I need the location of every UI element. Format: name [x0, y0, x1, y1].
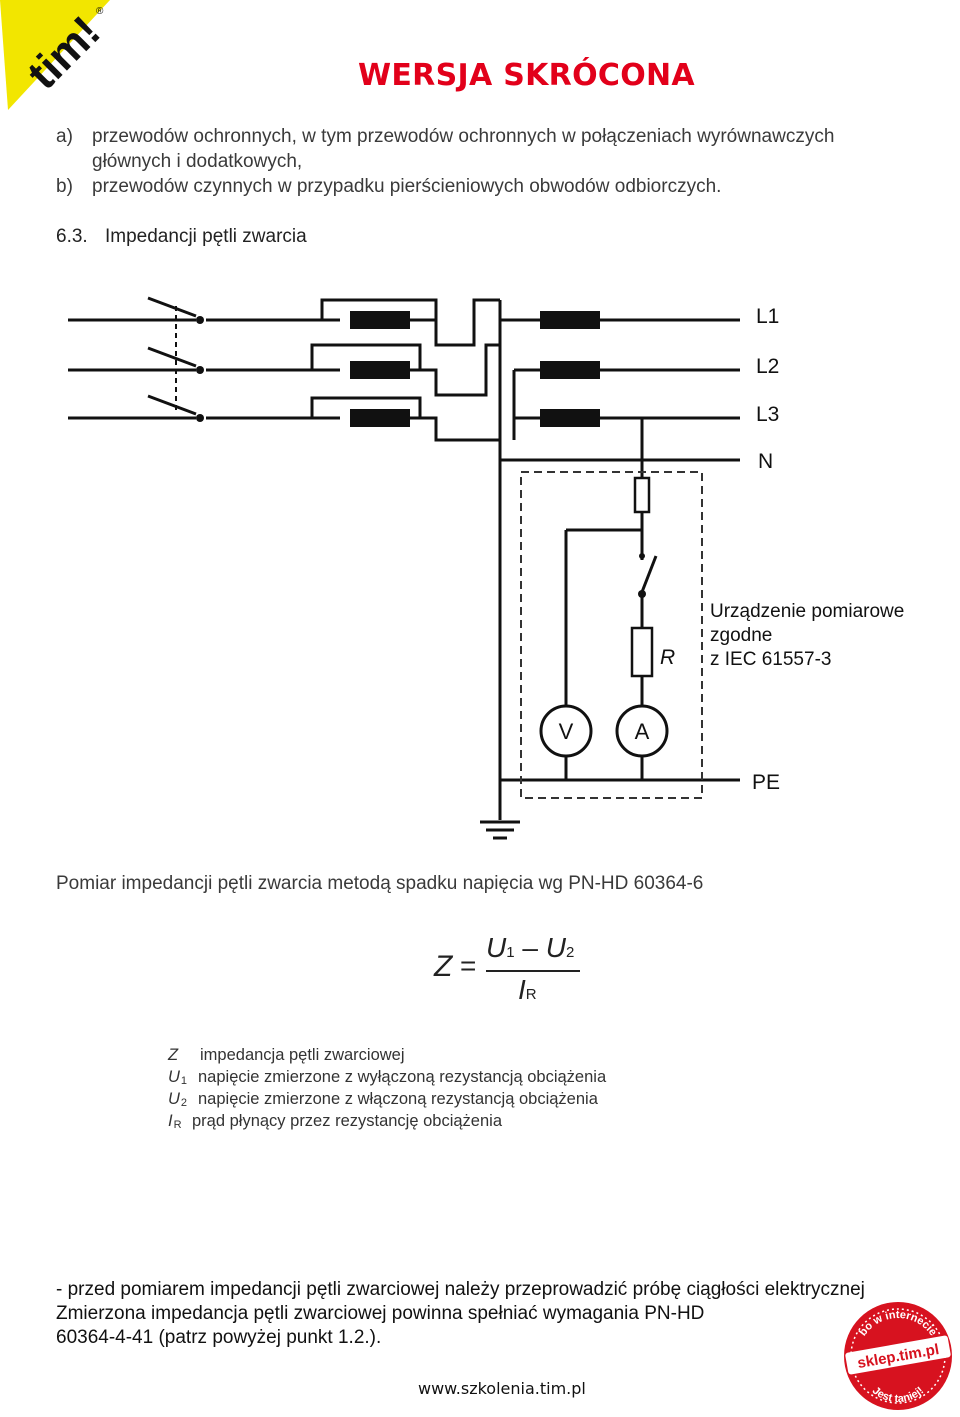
list-marker-b: b)	[56, 176, 73, 197]
list-item-b-line1: przewodów czynnych w przypadku pierścien…	[92, 176, 722, 197]
line-label-l2: L2	[756, 355, 779, 378]
formula-u1-sub: 1	[506, 944, 515, 961]
list-marker-a: a)	[56, 126, 73, 147]
note-line-3: 60364-4-41 (patrz powyżej punkt 1.2.).	[56, 1327, 382, 1348]
line-label-l3: L3	[756, 403, 779, 426]
list-item-a-text: przewodów ochronnych, w tym przewodów oc…	[92, 124, 834, 174]
legend-symbol: U2	[168, 1090, 198, 1109]
list-item-a-line2: głównych i dodatkowych,	[92, 151, 303, 172]
circuit-diagram: V A R L1 L2 L3 N PE Urządzenie pomiarowe…	[68, 296, 904, 840]
formula-ir: I	[518, 974, 526, 1005]
note-line-1: - przed pomiarem impedancji pętli zwarci…	[56, 1279, 865, 1300]
legend-symbol: Z	[168, 1046, 200, 1065]
formula-equals: =	[460, 950, 477, 981]
resistor-label: R	[660, 646, 675, 669]
legend-text: napięcie zmierzone z wyłączoną rezystanc…	[198, 1068, 607, 1086]
fraction-bar	[486, 970, 580, 972]
section-number: 6.3.	[56, 226, 88, 247]
voltmeter-icon	[539, 704, 593, 758]
formula-u2-sub: 2	[565, 944, 575, 961]
legend-symbol-sub: 2	[180, 1097, 188, 1109]
page-title: WERSJA SKRÓCONA	[358, 58, 695, 93]
legend-symbol-text: Z	[168, 1046, 179, 1064]
section-title: Impedancji pętli zwarcia	[105, 226, 307, 247]
list-item-a: a)	[56, 124, 73, 149]
formula: Z = U1 – U2 IR	[430, 928, 600, 1012]
device-label-line3: z IEC 61557-3	[710, 649, 831, 670]
legend-symbol-text: I	[168, 1112, 173, 1130]
formula-numerator: U1 – U2	[486, 932, 574, 964]
legend-text: prąd płynący przez rezystancję obciążeni…	[192, 1112, 502, 1130]
formula-ir-sub: R	[525, 986, 537, 1003]
tim-logo: tim! ®	[0, 0, 115, 112]
list-item-a-line1: przewodów ochronnych, w tym przewodów oc…	[92, 126, 835, 147]
sklep-badge[interactable]: bo w internecie sklep.tim.pl Jest taniej…	[842, 1300, 954, 1412]
device-label-line1: Urządzenie pomiarowe	[710, 601, 904, 622]
line-label-n: N	[758, 450, 773, 473]
ammeter-icon	[615, 704, 669, 758]
footer-url[interactable]: www.szkolenia.tim.pl	[418, 1379, 586, 1398]
legend-symbol-text: U	[168, 1090, 180, 1108]
notes: - przed pomiarem impedancji pętli zwarci…	[56, 1278, 865, 1350]
legend-symbol: IR	[168, 1112, 192, 1131]
ammeter-label: A	[635, 719, 650, 744]
line-label-pe: PE	[752, 771, 780, 794]
formula-minus: –	[522, 932, 538, 963]
legend-text: napięcie zmierzone z włączoną rezystancj…	[198, 1090, 598, 1108]
legend-symbol-sub: R	[173, 1119, 182, 1131]
formula-z: Z	[434, 950, 453, 983]
legend-text: impedancja pętli zwarciowej	[200, 1046, 405, 1064]
legend-symbol-sub: 1	[180, 1075, 188, 1087]
line-label-l1: L1	[756, 305, 779, 328]
note-line-2: Zmierzona impedancja pętli zwarciowej po…	[56, 1303, 705, 1324]
legend-symbol: U1	[168, 1068, 198, 1087]
diagram-caption: Pomiar impedancji pętli zwarcia metodą s…	[56, 873, 704, 894]
logo-reg: ®	[96, 6, 104, 17]
legend-symbol-text: U	[168, 1068, 180, 1086]
device-label-line2: zgodne	[710, 625, 772, 646]
voltmeter-label: V	[559, 719, 574, 744]
logo-background	[0, 0, 110, 110]
formula-u2: U	[545, 932, 566, 963]
badge-bottom-text: Jest taniej!	[870, 1385, 926, 1405]
formula-u1: U	[486, 932, 507, 963]
formula-denominator: IR	[518, 974, 537, 1006]
